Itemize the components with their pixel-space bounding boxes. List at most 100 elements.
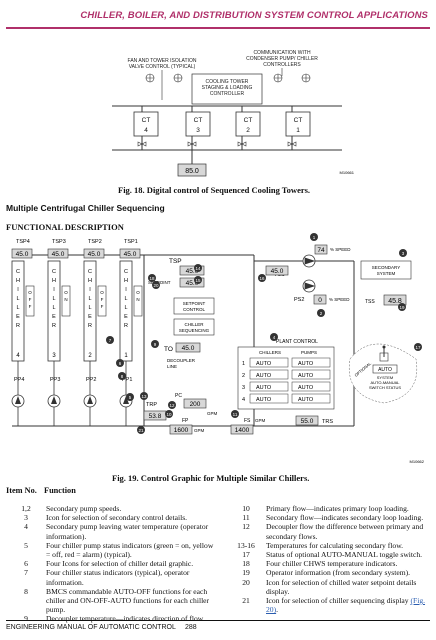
item-function-text: Secondary pump speeds. [46, 504, 122, 513]
item-function: Icon for selection of secondary control … [46, 513, 216, 522]
chiller-mode-select[interactable] [249, 381, 289, 392]
item-number: 3 [24, 513, 28, 523]
chiller-mode-select[interactable] [249, 393, 289, 404]
fan-icon [301, 73, 311, 83]
item-function-text: Four chiller status indicators (typical)… [46, 568, 190, 587]
callout-marker-number: 3 [402, 251, 405, 256]
pump-arrow-icon [51, 396, 57, 404]
callout-marker [231, 410, 239, 418]
pump-arrow-icon [123, 396, 129, 404]
chiller-4-button[interactable] [11, 260, 25, 362]
tower-3-name: CT [194, 117, 203, 124]
callout-marker [310, 233, 318, 241]
fs-unit: GPM [255, 418, 266, 423]
comm-label-1: COMMUNICATION WITH [253, 50, 311, 56]
to-label: TO [164, 346, 173, 353]
item-function: Operator information (from secondary sys… [266, 568, 431, 577]
figure-link[interactable]: (Fig. 20) [266, 596, 426, 615]
setpoint-control-label-2: CONTROL [183, 307, 205, 312]
chiller-label-letter: L [52, 305, 55, 311]
item-row: 3 Icon for selection of secondary control… [6, 513, 216, 522]
ps1-speed-box [314, 244, 328, 255]
chiller-sequencing-button[interactable] [173, 318, 215, 336]
callout-marker [148, 274, 156, 282]
chiller-label-letter: E [52, 314, 56, 320]
trs-label: TRS [322, 419, 333, 425]
item-function: Four Icons for selection of chiller deta… [46, 559, 216, 568]
tower-4-num: 4 [144, 127, 148, 134]
tower-3-num: 3 [196, 127, 200, 134]
chiller-2-button[interactable] [83, 260, 97, 362]
valve-icon [237, 141, 247, 147]
item-number: 12 [242, 522, 250, 532]
controller-label-1: COOLING TOWER [206, 79, 249, 85]
chiller-mode-select[interactable] [249, 357, 289, 368]
item-row: 20 Icon for selection of chilled water se… [226, 578, 431, 596]
ps2-label: PS2 [294, 297, 304, 303]
item-number: 9 [24, 614, 28, 624]
functional-title: FUNCTIONAL DESCRIPTION [6, 222, 124, 232]
trp-value: 53.8 [149, 413, 162, 420]
item-function-text: Four chiller pump status indicators (gre… [46, 540, 214, 560]
pump-mode-select[interactable] [291, 381, 331, 392]
callout-marker-number: 7 [109, 338, 112, 343]
chiller-mode-select[interactable] [249, 369, 289, 380]
pump-mode-select[interactable] [291, 357, 331, 368]
chiller-label-letter: I [53, 287, 55, 293]
valve-icon [287, 141, 297, 147]
chiller-status-letter: F [101, 297, 104, 302]
plant-row-number: 4 [242, 397, 245, 403]
chiller-label-letter: I [89, 287, 91, 293]
callout-marker [140, 392, 148, 400]
chiller-label-letter: C [124, 269, 128, 275]
callout-marker [258, 274, 266, 282]
secondary-system-button[interactable] [360, 260, 412, 280]
item-function-text: Secondary pump leaving water temperature… [46, 522, 209, 541]
item-number: 17 [242, 550, 250, 560]
chiller-label-letter: L [88, 296, 91, 302]
item-number: 13-16 [237, 540, 255, 550]
callout-marker [116, 359, 124, 367]
tower-2-name: CT [244, 117, 253, 124]
pump-mode-select[interactable] [291, 369, 331, 380]
callout-marker [126, 393, 134, 401]
chiller-status-indicator [25, 285, 35, 317]
callout-marker [414, 343, 422, 351]
ps2-speed: 0 [318, 297, 322, 304]
chiller-1-button[interactable] [119, 260, 133, 362]
cooling-tower-3[interactable] [185, 111, 211, 137]
tss-value-box [265, 265, 289, 276]
chiller-number: 3 [52, 353, 56, 359]
pc-label: PC [175, 393, 182, 399]
item-function-text: Status of optional AUTO-MANUAL toggle sw… [266, 550, 423, 560]
item-function-text: Icon for selection of secondary control … [46, 513, 188, 523]
item-function-tail: . [276, 605, 279, 615]
callout-marker-number: 20 [153, 283, 159, 288]
callout-marker-number: 17 [415, 345, 421, 350]
item-no-header: Item No. [6, 486, 37, 495]
item-function: Icon for selection of chilled water setp… [266, 578, 431, 596]
item-function: Four chiller CHWS temperature indicators… [266, 559, 431, 568]
pump-mode-select[interactable] [291, 393, 331, 404]
secondary-system-label-1: SECONDARY [372, 265, 400, 270]
chiller-3-button[interactable] [47, 260, 61, 362]
cooling-tower-2[interactable] [235, 111, 261, 137]
chiller-label-letter: R [124, 323, 128, 329]
chiller-label-letter: L [52, 296, 55, 302]
fs-value-box [230, 424, 254, 435]
chiller-label-letter: I [125, 287, 127, 293]
cooling-tower-1[interactable] [285, 111, 311, 137]
setpoint-control-button[interactable] [173, 297, 215, 315]
cooling-tower-4[interactable] [133, 111, 159, 137]
chiller-tsp-label: TSP1 [124, 239, 138, 245]
item-number: 20 [242, 577, 250, 587]
chiller-status-indicator [97, 285, 107, 317]
tower-1-name: CT [294, 117, 303, 124]
setpoint-value-box[interactable] [179, 277, 205, 288]
